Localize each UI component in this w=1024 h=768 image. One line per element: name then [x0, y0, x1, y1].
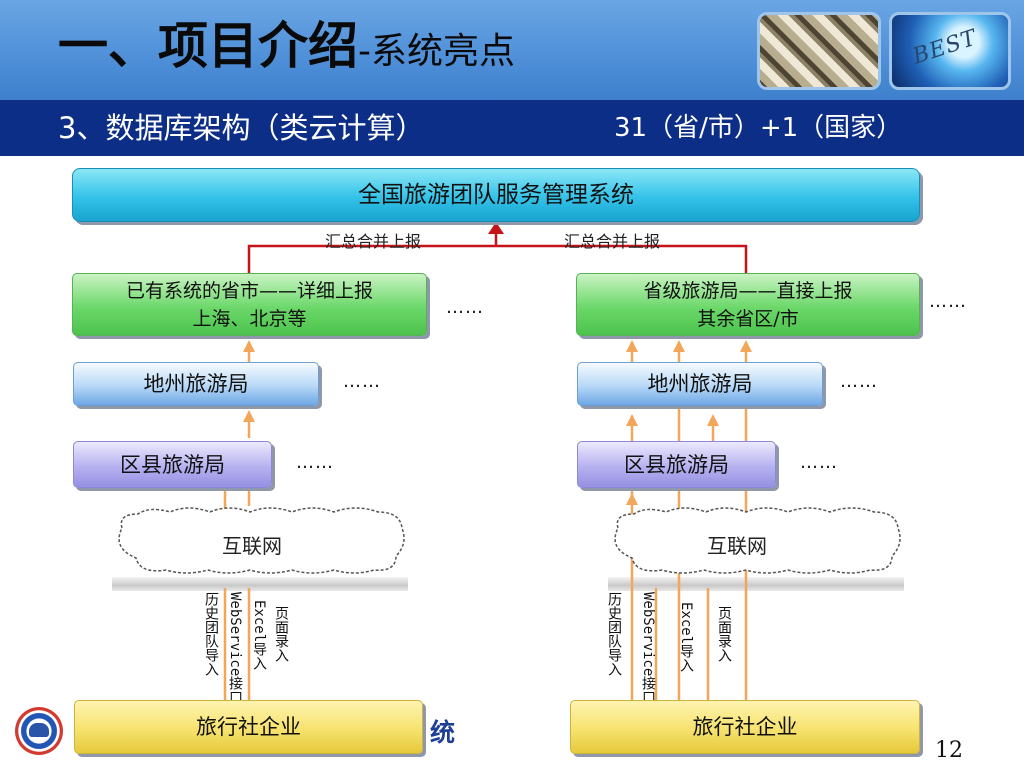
channel-label-left-webservice: WebService接口 — [227, 592, 243, 705]
channel-label-left-excel: Excel导入 — [251, 600, 267, 671]
slide-title: 一、项目介绍-系统亮点 — [58, 14, 515, 84]
page-number: 12 — [935, 738, 963, 763]
ellipsis-right-city: …… — [840, 371, 878, 392]
best-key-text: BEST — [909, 25, 981, 70]
summary-connector — [247, 232, 748, 273]
ellipsis-right-top: …… — [929, 291, 967, 312]
left-county-bureau-box: 区县旅游局 — [73, 441, 272, 488]
right-travel-agency-label: 旅行社企业 — [692, 715, 798, 739]
subtitle-band — [0, 100, 1024, 156]
internet-shelf-right — [608, 577, 904, 591]
summary-arrow-head — [488, 222, 504, 234]
channel-label-left-page: 页面录入 — [273, 606, 289, 662]
title-main: 一、项目介绍 — [58, 17, 358, 75]
footer-text: 统 — [430, 718, 456, 747]
left-city-bureau-label: 地州旅游局 — [143, 372, 249, 396]
internet-shelf-left — [112, 577, 408, 591]
existing-system-line1: 已有系统的省市——详细上报 — [125, 279, 373, 302]
report-label-right: 汇总合并上报 — [564, 232, 661, 251]
internet-label-right: 互联网 — [707, 534, 767, 558]
report-label-left: 汇总合并上报 — [325, 232, 422, 251]
channel-label-right-webservice: WebService接口 — [640, 592, 656, 705]
channel-label-right-history: 历史团队导入 — [606, 592, 622, 676]
channel-label-right-page: 页面录入 — [716, 606, 732, 662]
left-travel-agency-label: 旅行社企业 — [196, 715, 301, 739]
provincial-bureau-line2: 其余省区/市 — [697, 307, 799, 330]
right-county-bureau-label: 区县旅游局 — [624, 452, 729, 477]
left-travel-agency-box: 旅行社企业 — [74, 700, 423, 754]
national-system-label: 全国旅游团队服务管理系统 — [358, 182, 634, 208]
channel-label-right-excel: Excel导入 — [678, 602, 694, 673]
ellipsis-left-city: …… — [343, 371, 381, 392]
title-sub: -系统亮点 — [358, 31, 515, 72]
internet-label-left: 互联网 — [222, 534, 282, 558]
ellipsis-right-county: …… — [800, 452, 838, 473]
tourism-logo-icon — [15, 707, 63, 755]
subtitle-left: 3、数据库架构（类云计算） — [58, 111, 425, 145]
keyboard-image — [757, 12, 881, 90]
right-city-bureau-box: 地州旅游局 — [577, 362, 823, 406]
channel-label-left-history: 历史团队导入 — [203, 592, 219, 676]
ellipsis-left-top: …… — [446, 297, 484, 318]
provincial-bureau-line1: 省级旅游局——直接上报 — [643, 279, 853, 302]
ellipsis-left-county: …… — [296, 452, 334, 473]
left-county-bureau-label: 区县旅游局 — [120, 452, 225, 477]
subtitle-right: 31（省/市）+1（国家） — [614, 113, 903, 143]
existing-system-province-box: 已有系统的省市——详细上报 上海、北京等 — [72, 273, 427, 336]
national-system-box: 全国旅游团队服务管理系统 — [72, 168, 920, 222]
best-key-image: BEST — [889, 12, 1011, 90]
right-county-bureau-box: 区县旅游局 — [577, 441, 776, 488]
right-city-bureau-label: 地州旅游局 — [647, 372, 753, 396]
provincial-bureau-box: 省级旅游局——直接上报 其余省区/市 — [576, 273, 920, 336]
right-travel-agency-box: 旅行社企业 — [570, 700, 920, 754]
left-city-bureau-box: 地州旅游局 — [73, 362, 319, 406]
existing-system-line2: 上海、北京等 — [192, 307, 307, 330]
